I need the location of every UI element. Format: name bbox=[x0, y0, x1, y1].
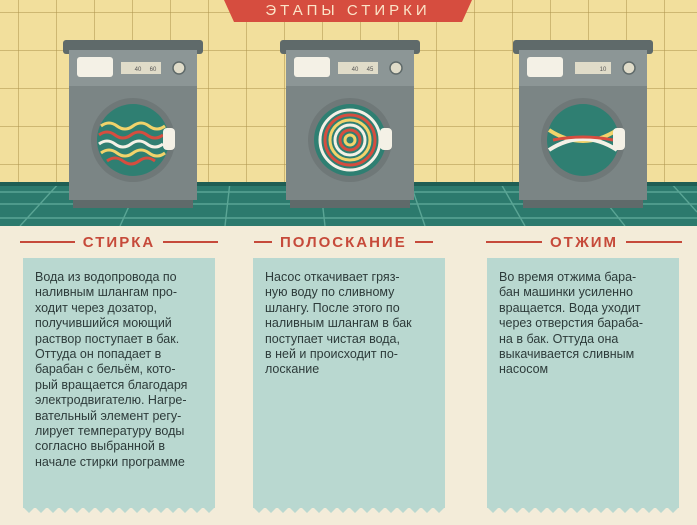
washing-machine-spin: 10 bbox=[513, 40, 653, 208]
laundry-scene: ЭТАПЫ СТИРКИ 40 60 40 45 bbox=[0, 0, 697, 226]
stage-heading-label: ПОЛОСКАНИЕ bbox=[280, 233, 407, 251]
torn-edge bbox=[253, 507, 445, 513]
stage-description: Вода из водопровода по наливным шлангам … bbox=[35, 270, 188, 469]
washing-machine-rinse: 40 45 bbox=[280, 40, 420, 208]
stage-description: Во время отжима бара- бан машинки усилен… bbox=[499, 270, 644, 377]
stage-heading-spin: ОТЖИМ bbox=[486, 232, 683, 252]
display-value-1: 10 bbox=[600, 67, 607, 73]
page-title: ЭТАПЫ СТИРКИ bbox=[265, 2, 431, 19]
stage-card-wash: Вода из водопровода по наливным шлангам … bbox=[23, 258, 215, 513]
stage-description: Насос откачивает гряз- ную воду по сливн… bbox=[265, 270, 412, 377]
display-value-2: 60 bbox=[150, 67, 157, 73]
display-value-1: 40 bbox=[352, 67, 359, 73]
display-value-2: 45 bbox=[367, 67, 374, 73]
torn-edge bbox=[487, 507, 679, 513]
display-value-1: 40 bbox=[135, 67, 142, 73]
washing-machine-wash: 40 60 bbox=[63, 40, 203, 208]
stage-heading-rinse: ПОЛОСКАНИЕ bbox=[254, 232, 454, 252]
stage-card-spin: Во время отжима бара- бан машинки усилен… bbox=[487, 258, 679, 513]
title-banner: ЭТАПЫ СТИРКИ bbox=[224, 0, 472, 22]
stage-heading-label: СТИРКА bbox=[82, 233, 156, 251]
torn-edge bbox=[23, 507, 215, 513]
stage-card-rinse: Насос откачивает гряз- ную воду по сливн… bbox=[253, 258, 445, 513]
stage-heading-label: ОТЖИМ bbox=[549, 233, 619, 251]
stage-heading-wash: СТИРКА bbox=[20, 232, 218, 252]
